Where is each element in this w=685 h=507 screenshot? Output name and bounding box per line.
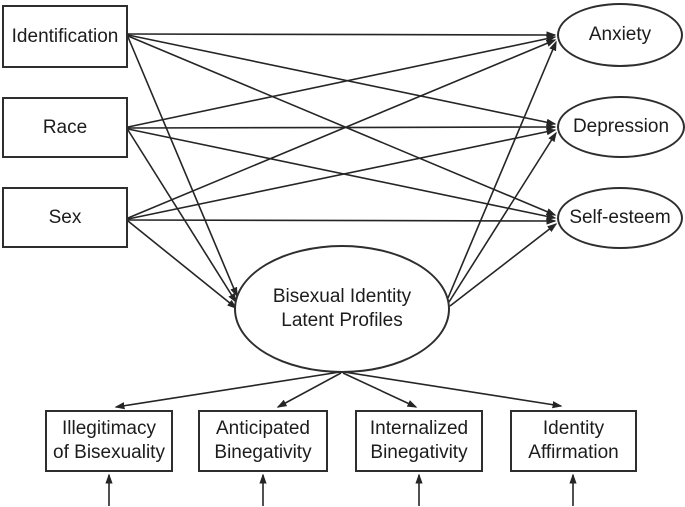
path-latent-anticipated <box>276 372 342 408</box>
path-latent-affirmation <box>343 371 563 409</box>
path-race-depression <box>127 123 557 131</box>
node-latent-profiles: Bisexual Identity Latent Profiles <box>234 245 450 373</box>
node-label-line2: of Bisexuality <box>53 442 165 463</box>
node-label: Sex <box>48 206 82 228</box>
node-label: Race <box>42 116 88 138</box>
node-label: Anxiety <box>588 24 652 45</box>
node-self-esteem: Self-esteem <box>557 187 683 249</box>
path-identification-self-esteem <box>127 35 557 216</box>
path-race-self-esteem <box>127 128 557 220</box>
path-latent-anxiety <box>447 40 557 299</box>
node-label: Depression <box>572 116 670 137</box>
path-latent-internalized <box>342 372 418 408</box>
node-label: Identification <box>11 25 119 47</box>
node-label-line1: Bisexual Identity <box>272 286 412 307</box>
path-sex-depression <box>127 128 557 220</box>
node-label-line2: Binegativity <box>214 442 312 463</box>
node-anticipated-binegativity: Anticipated Binegativity <box>198 410 328 472</box>
path-identification-depression <box>127 34 557 126</box>
path-sex-self-esteem <box>127 217 557 225</box>
path-race-anxiety <box>127 35 557 128</box>
node-label-line1: Anticipated <box>215 418 310 439</box>
path-sex-latent <box>127 220 238 309</box>
node-anxiety: Anxiety <box>557 3 683 67</box>
node-race: Race <box>2 97 128 158</box>
node-illegitimacy: Illegitimacy of Bisexuality <box>45 410 173 472</box>
node-sex: Sex <box>2 187 128 248</box>
path-latent-illegitimacy <box>114 371 341 410</box>
path-race-latent <box>127 129 237 304</box>
node-label-line2: Latent Profiles <box>281 310 403 331</box>
path-identification-latent <box>127 36 238 298</box>
node-label-line1: Identity <box>542 418 605 439</box>
path-sex-anxiety <box>127 39 557 219</box>
path-identification-anxiety <box>127 31 557 39</box>
node-label: Self-esteem <box>569 207 671 228</box>
node-label-line2: Binegativity <box>370 442 468 463</box>
path-latent-self-esteem <box>449 223 558 307</box>
node-internalized-binegativity: Internalized Binegativity <box>355 410 483 472</box>
node-depression: Depression <box>557 96 685 158</box>
node-label-line2: Affirmation <box>528 442 619 463</box>
node-label-line1: Internalized <box>369 418 469 439</box>
node-identification: Identification <box>2 5 128 68</box>
path-latent-depression <box>448 131 557 303</box>
node-identity-affirmation: Identity Affirmation <box>510 410 637 472</box>
node-label-line1: Illegitimacy <box>62 418 156 439</box>
